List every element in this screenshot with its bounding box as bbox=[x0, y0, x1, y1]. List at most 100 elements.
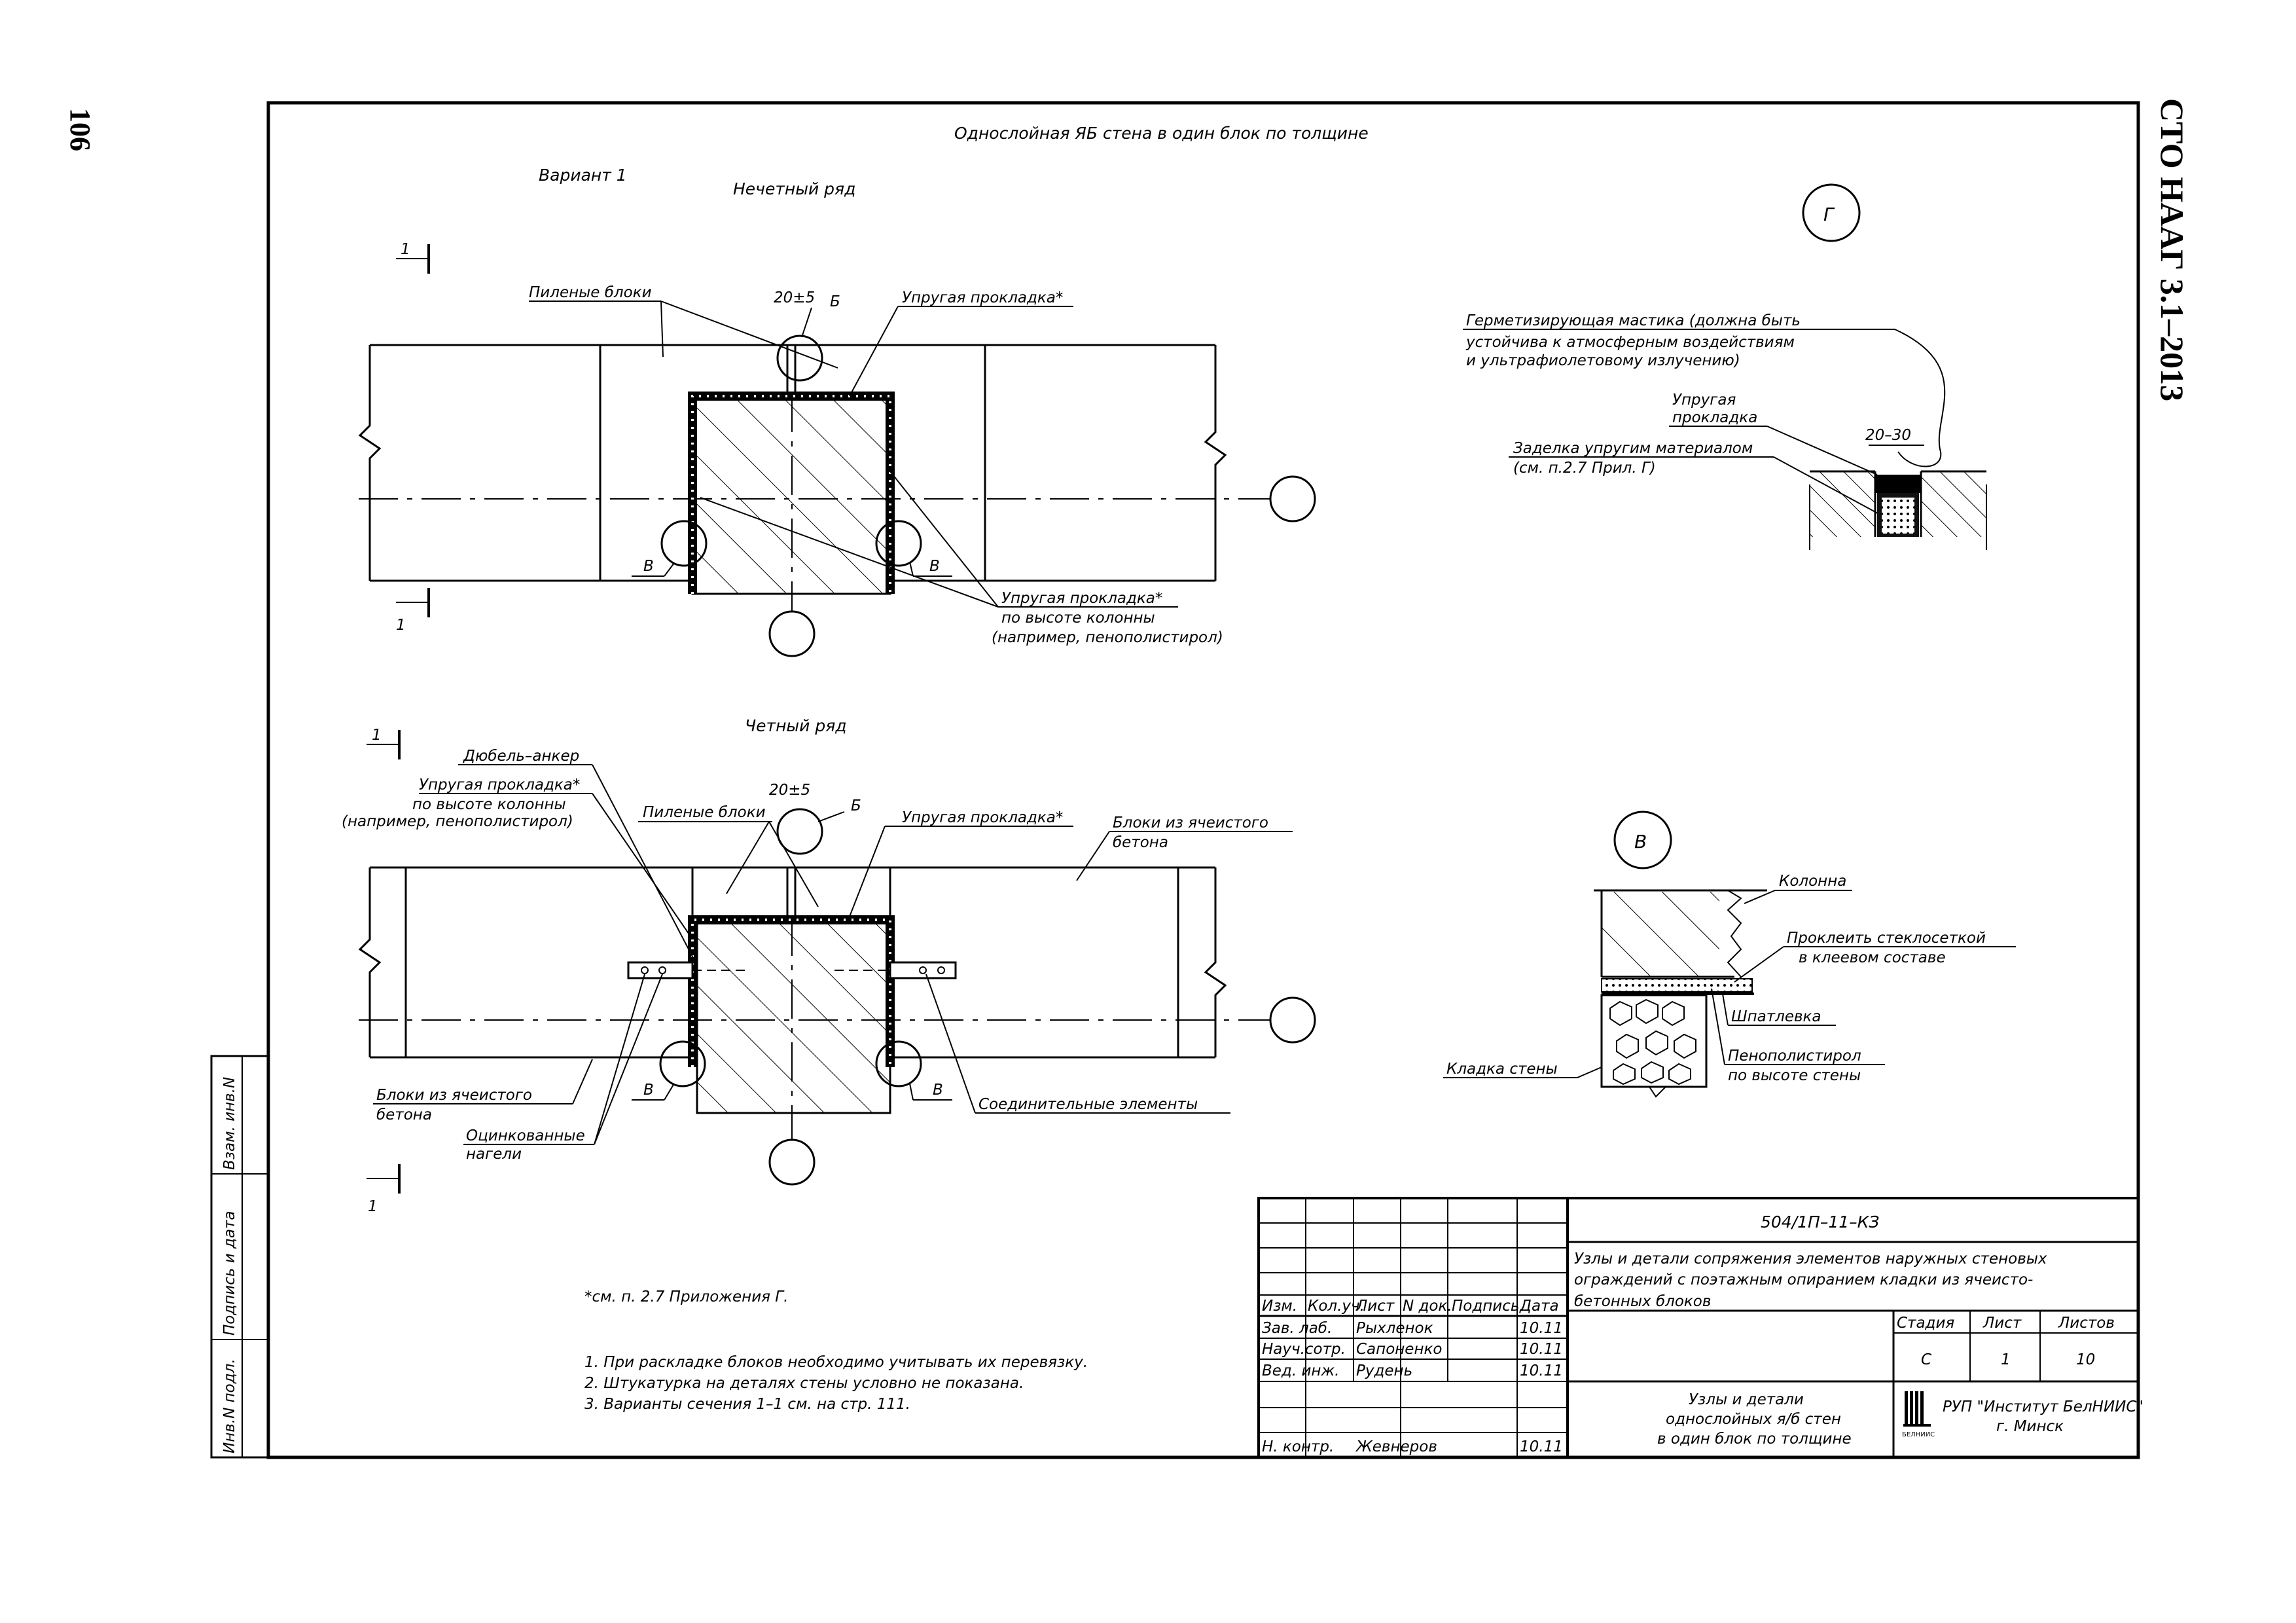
section-mark-top-2: 1 bbox=[396, 617, 406, 634]
label-elastic-pad-bottom: Упругая прокладка* bbox=[902, 809, 1063, 826]
v-mesh-line-2: в клеевом составе bbox=[1799, 949, 1946, 966]
v-label-column: Колонна bbox=[1779, 873, 1846, 890]
v-label-putty: Шпатлевка bbox=[1731, 1008, 1821, 1025]
tb-role-2: Науч.сотр. bbox=[1262, 1341, 1346, 1358]
label-dowel: Дюбель–анкер bbox=[463, 748, 579, 765]
tb-sheet-header: Лист bbox=[1982, 1315, 2022, 1332]
footnote: *см. п. 2.7 Приложения Г. bbox=[584, 1288, 788, 1305]
tb-head-koluch: Кол.уч. bbox=[1308, 1298, 1365, 1315]
pad-note-bottom-3: (например, пенополистирол) bbox=[342, 813, 573, 830]
title-block: 504/1П–11–КЗ Узлы и детали сопряжения эл… bbox=[1257, 1197, 2144, 1459]
tb-role-4: Н. контр. bbox=[1262, 1438, 1334, 1455]
label-v-bottom-right: В bbox=[933, 1082, 943, 1099]
pad-note-top-2: по высоте колонны bbox=[1001, 610, 1155, 627]
tb-date-3: 10.11 bbox=[1520, 1362, 1563, 1379]
tb-stage: С bbox=[1921, 1351, 1931, 1368]
v-label-masonry: Кладка стены bbox=[1446, 1061, 1558, 1078]
label-cellular-1: Блоки из ячеистого bbox=[1113, 814, 1268, 831]
tb-head-ndok: N док. bbox=[1403, 1298, 1452, 1315]
top-view-title: Нечетный ряд bbox=[733, 179, 855, 198]
v-eps-line-2: по высоте стены bbox=[1728, 1067, 1861, 1084]
label-blocks-left-2: бетона bbox=[376, 1106, 432, 1123]
tb-sheets: 10 bbox=[2076, 1351, 2095, 1368]
label-b-bottom: Б bbox=[851, 797, 861, 814]
tb-head-izm: Изм. bbox=[1262, 1298, 1297, 1315]
label-b-top: Б bbox=[830, 293, 840, 310]
tb-person-3: Рудень bbox=[1356, 1362, 1412, 1379]
pad-note-top-3: (например, пенополистирол) bbox=[992, 629, 1223, 646]
header-title: Однослойная ЯБ стена в один блок по толщ… bbox=[954, 124, 1369, 143]
tb-name-3: бетонных блоков bbox=[1574, 1293, 1711, 1310]
tb-role-1: Зав. лаб. bbox=[1262, 1320, 1332, 1337]
tb-sheets-header: Листов bbox=[2058, 1315, 2115, 1332]
bottom-view-title: Четный ряд bbox=[745, 716, 847, 735]
g-fill-line-1: Заделка упругим материалом bbox=[1513, 440, 1753, 457]
label-blocks-left-1: Блоки из ячеистого bbox=[376, 1087, 532, 1104]
tb-designation: 504/1П–11–КЗ bbox=[1761, 1213, 1879, 1231]
detail-v: В Колонна Проклеить стеклосеткой в клеев… bbox=[1443, 811, 2016, 1098]
tb-sheet-title-1: Узлы и детали bbox=[1689, 1391, 1804, 1408]
tb-date-4: 10.11 bbox=[1520, 1438, 1563, 1455]
top-view: Нечетный ряд 1 1 Пиленые блоки bbox=[358, 179, 1316, 657]
drawing-frame bbox=[266, 101, 2140, 1459]
pad-note-bottom-1: Упругая прокладка* bbox=[419, 776, 580, 793]
label-galv-1: Оцинкованные bbox=[466, 1127, 585, 1144]
tb-date-2: 10.11 bbox=[1520, 1341, 1563, 1358]
label-v-top-right: В bbox=[929, 558, 940, 575]
v-eps-line-1: Пенополистирол bbox=[1728, 1048, 1861, 1065]
section-mark-top-1: 1 bbox=[401, 241, 410, 258]
side-stamp: Инв.N подл. Подпись и дата Взам. инв.N bbox=[210, 1055, 270, 1459]
tb-person-4: Жевнеров bbox=[1355, 1438, 1437, 1455]
dim-gap-top: 20±5 bbox=[774, 289, 815, 306]
tb-name-2: ограждений с поэтажным опиранием кладки … bbox=[1574, 1271, 2033, 1288]
detail-g: Г Герметизирующая мастика (должна быть у… bbox=[1463, 183, 1987, 550]
tb-sheet: 1 bbox=[2001, 1351, 2011, 1368]
label-cellular-2: бетона bbox=[1113, 834, 1168, 851]
pad-note-bottom-2: по высоте колонны bbox=[412, 796, 566, 813]
g-dim: 20–30 bbox=[1865, 427, 1911, 444]
detail-g-mark: Г bbox=[1823, 204, 1835, 225]
tb-head-data: Дата bbox=[1519, 1298, 1559, 1315]
label-v-top-left: В bbox=[643, 558, 654, 575]
g-pad-line-2: прокладка bbox=[1672, 409, 1757, 426]
bottom-view: Четный ряд 1 bbox=[342, 716, 1316, 1215]
tb-name-1: Узлы и детали сопряжения элементов наруж… bbox=[1574, 1250, 2047, 1267]
label-v-bottom-left: В bbox=[643, 1082, 654, 1099]
tb-role-3: Вед. инж. bbox=[1262, 1362, 1339, 1379]
label-sawn-blocks-bottom: Пиленые блоки bbox=[643, 804, 766, 821]
label-connectors: Соединительные элементы bbox=[978, 1096, 1198, 1113]
tb-sheet-title-3: в один блок по толщине bbox=[1657, 1431, 1852, 1448]
tb-org-2: г. Минск bbox=[1996, 1418, 2064, 1435]
label-elastic-pad-top: Упругая прокладка* bbox=[902, 289, 1063, 306]
note-2: 2. Штукатурка на деталях стены условно н… bbox=[584, 1375, 1024, 1392]
note-1: 1. При раскладке блоков необходимо учиты… bbox=[584, 1354, 1088, 1371]
label-galv-2: нагели bbox=[466, 1146, 522, 1163]
section-mark-bottom-2: 1 bbox=[368, 1198, 378, 1215]
tb-sheet-title-2: однослойных я/б стен bbox=[1666, 1411, 1841, 1428]
mastic-line-3: и ультрафиолетовому излучению) bbox=[1466, 352, 1740, 369]
g-fill-line-2: (см. п.2.7 Прил. Г) bbox=[1513, 460, 1656, 477]
tb-person-1: Рыхленок bbox=[1356, 1320, 1433, 1337]
dim-gap-bottom: 20±5 bbox=[769, 782, 810, 799]
mastic-line-1: Герметизирующая мастика (должна быть bbox=[1466, 312, 1801, 329]
tb-date-1: 10.11 bbox=[1520, 1320, 1563, 1337]
mastic-line-2: устойчива к атмосферным воздействиям bbox=[1465, 334, 1795, 351]
label-sawn-blocks-top: Пиленые блоки bbox=[529, 284, 652, 301]
v-mesh-line-1: Проклеить стеклосеткой bbox=[1787, 930, 1986, 947]
tb-stage-header: Стадия bbox=[1897, 1315, 1954, 1332]
tb-head-list: Лист bbox=[1355, 1298, 1395, 1315]
detail-v-mark: В bbox=[1634, 831, 1647, 852]
note-3: 3. Варианты сечения 1–1 см. на стр. 111. bbox=[584, 1396, 910, 1413]
belniis-logo: БЕЛНИИС bbox=[1902, 1391, 1935, 1438]
stamp-vzam: Взам. инв.N bbox=[221, 1077, 238, 1170]
stamp-podpis: Подпись и дата bbox=[221, 1211, 238, 1336]
tb-person-2: Сапоненко bbox=[1356, 1341, 1442, 1358]
tb-head-podpis: Подпись bbox=[1452, 1298, 1519, 1315]
variant-label: Вариант 1 bbox=[539, 166, 627, 185]
stamp-inv-podl: Инв.N подл. bbox=[221, 1359, 238, 1453]
logo-text: БЕЛНИИС bbox=[1902, 1431, 1935, 1438]
pad-note-top-1: Упругая прокладка* bbox=[1001, 590, 1162, 607]
tb-org-1: РУП "Институт БелНИИС" bbox=[1943, 1398, 2144, 1415]
g-pad-line-1: Упругая bbox=[1672, 392, 1736, 409]
